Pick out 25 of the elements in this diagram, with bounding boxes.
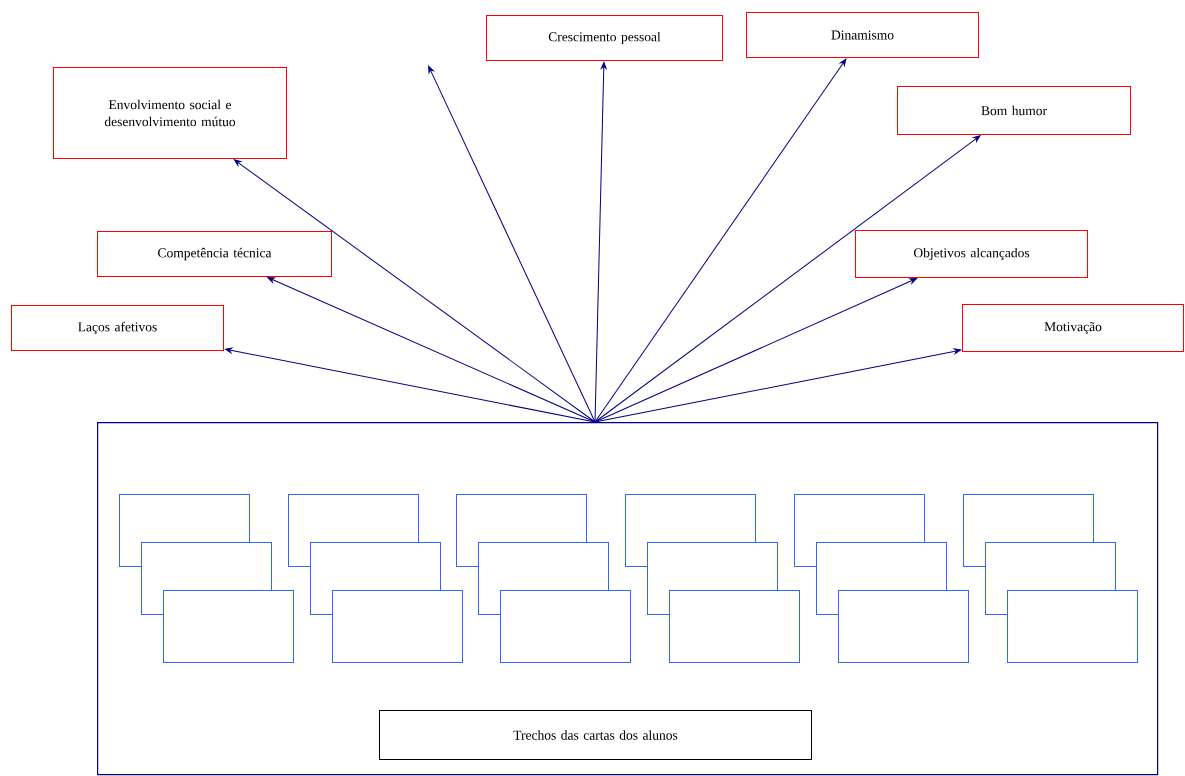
arrow (428, 65, 596, 423)
card-box (1007, 590, 1138, 663)
arrow (594, 58, 847, 423)
container-box (97, 422, 1159, 776)
label-box: Motivação (962, 304, 1184, 352)
label-box: Laços afetivos (11, 305, 224, 351)
card-box (332, 590, 463, 663)
arrow (594, 61, 607, 423)
arrow (594, 135, 981, 423)
caption-box: Trechos das cartas dos alunos (379, 710, 812, 760)
arrow (224, 347, 596, 423)
label-box: Bom humor (897, 86, 1131, 135)
arrow (594, 348, 962, 423)
label-box: Objetivos alcançados (855, 230, 1088, 278)
label-box: Dinamismo (746, 12, 979, 58)
arrow (233, 159, 596, 423)
card-box (163, 590, 294, 663)
label-box: Crescimento pessoal (486, 15, 723, 61)
card-box (838, 590, 969, 663)
card-box (669, 590, 800, 663)
arrow (594, 278, 917, 423)
label-box: Envolvimento social e desenvolvimento mútuo (53, 67, 287, 159)
label-box: Competência técnica (97, 231, 332, 277)
arrow (267, 277, 596, 423)
card-box (500, 590, 631, 663)
